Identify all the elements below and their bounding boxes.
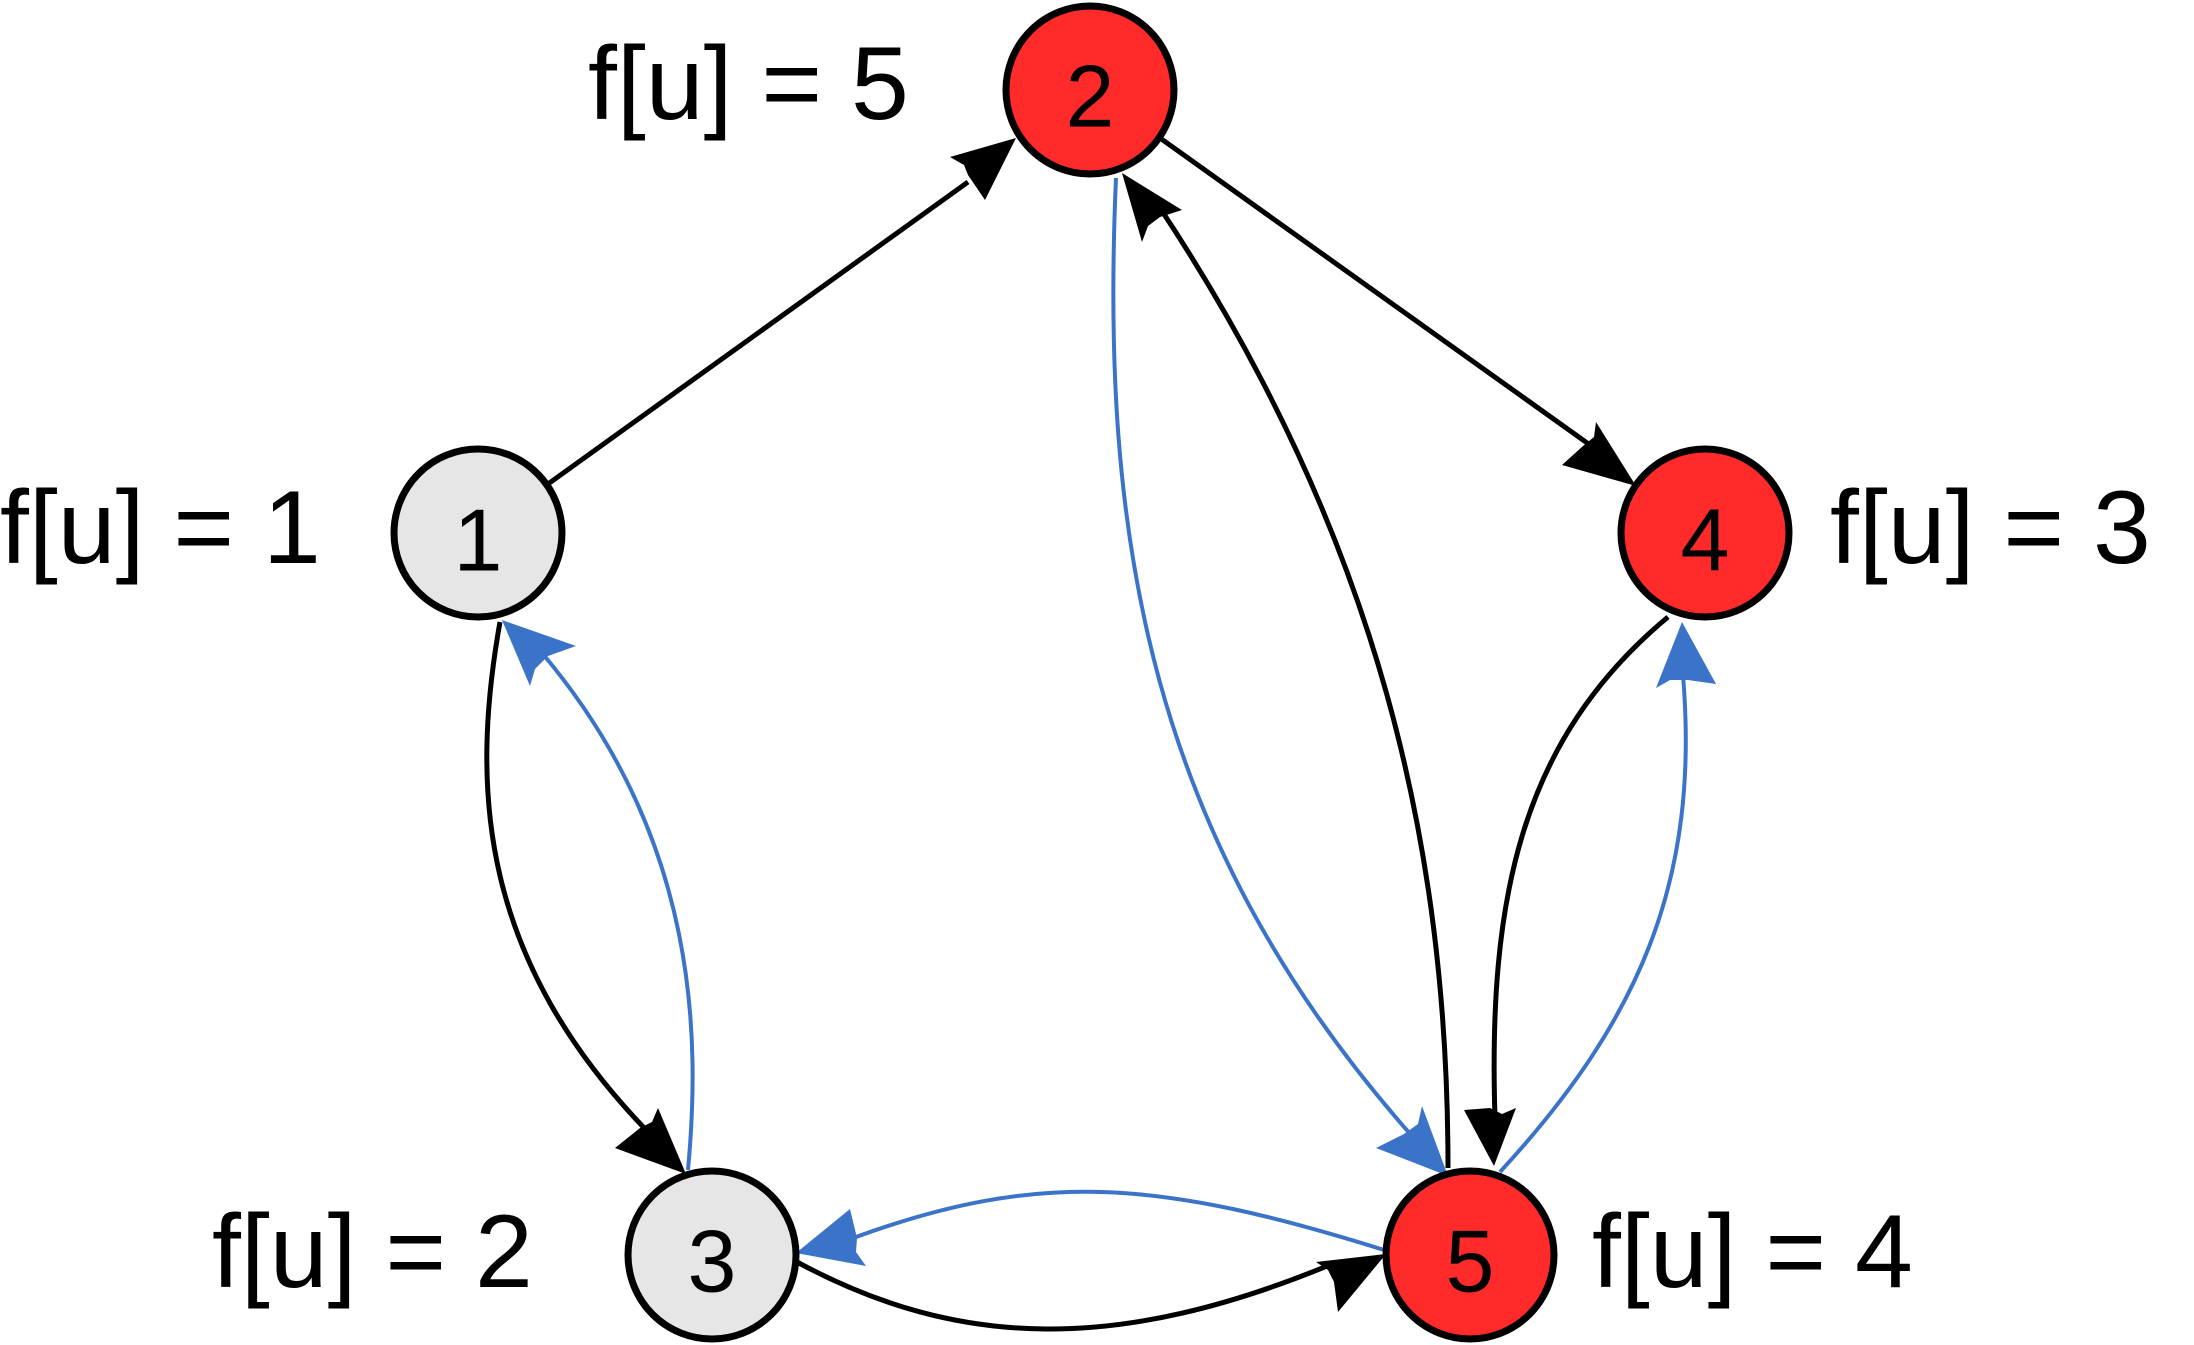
- node-1-circle: [390, 445, 566, 621]
- edge-2-to-4-arrowhead: [1562, 422, 1636, 486]
- edge-3-to-1: [540, 651, 695, 1171]
- node-1[interactable]: 1: [390, 445, 566, 621]
- edge-5-to-2: [1157, 206, 1451, 1169]
- node-5[interactable]: 5: [1382, 1167, 1558, 1343]
- edge-5-to-4: [1498, 674, 1688, 1174]
- node-1-finish-label: f[u] = 1: [0, 470, 321, 586]
- edge-2-to-5: [1111, 177, 1414, 1138]
- node-2[interactable]: 2: [1002, 2, 1178, 178]
- edge-1-to-3: [484, 621, 652, 1136]
- nodes: 1 2 3 4 5: [390, 2, 1793, 1343]
- edge-4-to-5: [1491, 615, 1670, 1119]
- node-2-label: 2: [1066, 47, 1115, 146]
- node-2-circle: [1002, 2, 1178, 178]
- edge-2-to-5-arrowhead: [1376, 1106, 1448, 1176]
- node-4-finish-label: f[u] = 3: [1830, 470, 2151, 586]
- node-5-label: 5: [1446, 1212, 1495, 1311]
- edge-5-to-3: [855, 1189, 1385, 1252]
- edge-1-to-2-arrowhead: [950, 138, 1016, 200]
- finish-labels: f[u] = 1 f[u] = 5 f[u] = 2 f[u] = 3 f[u]…: [0, 26, 2151, 1310]
- node-1-label: 1: [454, 491, 503, 590]
- edge-5-to-2-arrowhead: [1122, 173, 1182, 242]
- edge-3-to-5: [795, 1259, 1333, 1332]
- edge-1-to-2: [546, 179, 970, 487]
- edge-5-to-3-arrowhead: [796, 1209, 866, 1266]
- node-3[interactable]: 3: [624, 1167, 800, 1343]
- node-4[interactable]: 4: [1617, 445, 1793, 621]
- node-5-circle: [1382, 1167, 1558, 1343]
- edge-4-to-5-arrowhead: [1464, 1108, 1516, 1166]
- edge-5-to-4-arrowhead: [1656, 622, 1716, 688]
- edge-3-to-5-arrowhead: [1316, 1254, 1386, 1312]
- edges: [484, 135, 1716, 1332]
- edge-3-to-1-arrowhead: [502, 620, 576, 686]
- node-2-finish-label: f[u] = 5: [588, 26, 909, 142]
- node-3-label: 3: [688, 1212, 737, 1311]
- node-4-circle: [1617, 445, 1793, 621]
- edge-1-to-3-arrowhead: [615, 1108, 686, 1174]
- node-3-circle: [624, 1167, 800, 1343]
- node-4-label: 4: [1681, 491, 1730, 590]
- node-5-finish-label: f[u] = 4: [1592, 1194, 1913, 1310]
- edge-2-to-4: [1158, 135, 1592, 448]
- node-3-finish-label: f[u] = 2: [212, 1194, 533, 1310]
